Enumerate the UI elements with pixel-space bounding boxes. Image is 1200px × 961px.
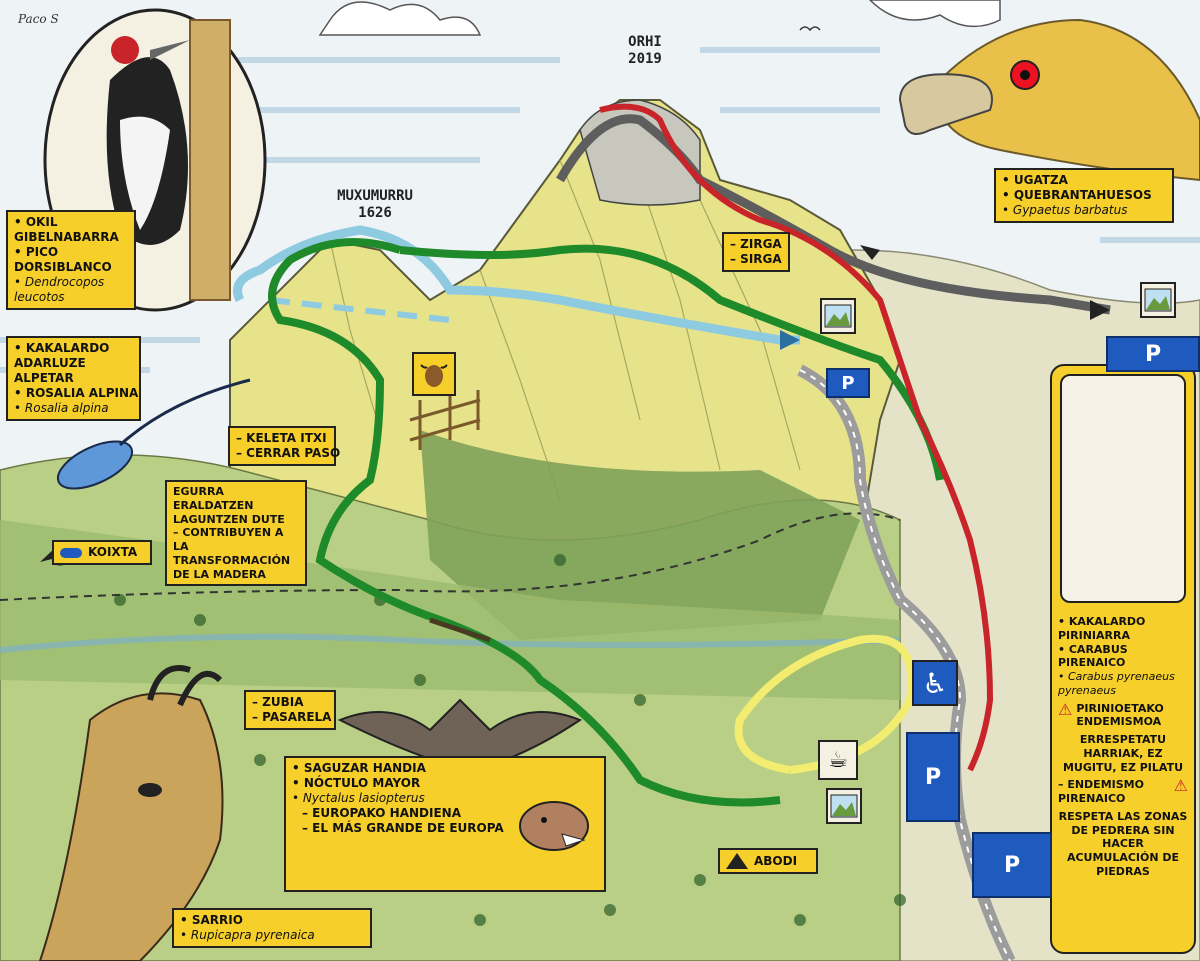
woodpecker-latin: • Dendrocopos leucotos: [14, 275, 105, 304]
artist-signature: Paco S: [18, 12, 59, 26]
wood-note-basque: EGURRA ERALDATZEN LAGUNTZEN DUTE: [173, 485, 285, 526]
vulture-label: • UGATZA • QUEBRANTAHUESOS • Gypaetus ba…: [994, 168, 1174, 223]
viewpoint-icon: [1140, 282, 1176, 318]
viewpoint-icon: [820, 298, 856, 334]
rosalia-latin: • Rosalia alpina: [14, 401, 109, 415]
gate-basque: – KELETA ITXI: [236, 431, 327, 445]
vulture-latin: • Gypaetus barbatus: [1002, 203, 1128, 217]
bat-note-basque: – EUROPAKO HANDIENA: [302, 806, 462, 820]
carabus-name-spanish: • CARABUS PIRENAICO: [1058, 642, 1128, 670]
carabus-text: • KAKALARDO PIRINIARRA • CARABUS PIRENAI…: [1052, 611, 1194, 883]
bridge-basque: – ZUBIA: [252, 695, 304, 709]
mountain-icon: [726, 853, 748, 869]
rosalia-name-spanish: • ROSALIA ALPINA: [14, 386, 139, 400]
bat-latin: • Nyctalus lasiopterus: [292, 791, 425, 805]
vulture-name-basque: • UGATZA: [1002, 173, 1068, 187]
zirga-spanish: – SIRGA: [730, 252, 782, 266]
summit-name: ORHI: [628, 34, 662, 50]
woodpecker-name-spanish: • PICO DORSIBLANCO: [14, 245, 112, 274]
bat-name-spanish: • NÓCTULO MAYOR: [292, 776, 421, 790]
rosalia-name-basque: • KAKALARDO ADARLUZE ALPETAR: [14, 341, 110, 385]
bridge-spanish: – PASARELA: [252, 710, 332, 724]
carabus-panel: • KAKALARDO PIRINIARRA • CARABUS PIRENAI…: [1050, 364, 1196, 954]
peak-elevation: 1626: [358, 204, 392, 221]
bat-face-icon: [519, 801, 589, 851]
parking-sign: P: [972, 832, 1052, 898]
chamois-latin: • Rupicapra pyrenaica: [180, 928, 315, 942]
bat-label: • SAGUZAR HANDIA • NÓCTULO MAYOR • Nycta…: [284, 756, 606, 892]
abodi-label: ABODI: [718, 848, 818, 874]
respect-basque: ERRESPETATU HARRIAK, EZ MUGITU, EZ PILAT…: [1062, 733, 1184, 774]
wood-note-label: EGURRA ERALDATZEN LAGUNTZEN DUTE – CONTR…: [165, 480, 307, 587]
woodpecker-label: • OKIL GIBELNABARRA • PICO DORSIBLANCO •…: [6, 210, 136, 310]
gate-spanish: – CERRAR PASO: [236, 446, 341, 460]
warning-spanish-text: – ENDEMISMO PIRENAICO: [1058, 778, 1144, 805]
summit-elevation: 2019: [628, 50, 662, 67]
wood-note-spanish: – CONTRIBUYEN A LA TRANSFORMACIÓN DE LA …: [173, 526, 291, 581]
lake-icon: [60, 547, 82, 558]
warning-spanish: – ENDEMISMO PIRENAICO ⚠: [1058, 778, 1188, 806]
abodi-name: ABODI: [754, 853, 798, 868]
vulture-name-spanish: • QUEBRANTAHUESOS: [1002, 188, 1152, 202]
bridge-label: – ZUBIA – PASARELA: [244, 690, 336, 730]
parking-sign: P: [906, 732, 960, 822]
cow-icon: [412, 352, 456, 396]
rosalia-label: • KAKALARDO ADARLUZE ALPETAR • ROSALIA A…: [6, 336, 141, 421]
summit-label: ORHI 2019: [600, 34, 690, 68]
peak-label: MUXUMURRU 1626: [300, 188, 450, 222]
bat-name-basque: • SAGUZAR HANDIA: [292, 761, 426, 775]
peak-name: MUXUMURRU: [337, 188, 413, 204]
carabus-image-frame: [1060, 374, 1186, 603]
zirga-label: – ZIRGA – SIRGA: [722, 232, 790, 272]
koixta-label: KOIXTA: [52, 540, 152, 565]
carabus-name-basque: • KAKALARDO PIRINIARRA: [1058, 615, 1146, 642]
chamois-label: • SARRIO • Rupicapra pyrenaica: [172, 908, 372, 948]
warning-basque-text: PIRINIOETAKO ENDEMISMOA: [1076, 701, 1164, 729]
cafe-icon: ☕: [818, 740, 858, 780]
parking-sign: P: [1106, 336, 1200, 372]
wheelchair-icon: ♿: [912, 660, 958, 706]
carabus-latin: • Carabus pyrenaeus pyrenaeus: [1058, 670, 1175, 697]
viewpoint-icon: [826, 788, 862, 824]
woodpecker-name-basque: • OKIL GIBELNABARRA: [14, 215, 119, 244]
chamois-name: • SARRIO: [180, 913, 243, 927]
bat-note-spanish: – EL MÁS GRANDE DE EUROPA: [302, 821, 504, 835]
warning-basque: ⚠ PIRINIOETAKO ENDEMISMOA: [1058, 699, 1188, 730]
zirga-basque: – ZIRGA: [730, 237, 782, 251]
warning-icon: ⚠: [1173, 776, 1188, 796]
koixta-name: KOIXTA: [88, 545, 138, 559]
parking-sign: P: [826, 368, 870, 398]
gate-label: – KELETA ITXI – CERRAR PASO: [228, 426, 341, 466]
warning-icon: ⚠: [1058, 699, 1073, 719]
respect-spanish: RESPETA LAS ZONAS DE PEDRERA SIN HACER A…: [1058, 809, 1188, 878]
